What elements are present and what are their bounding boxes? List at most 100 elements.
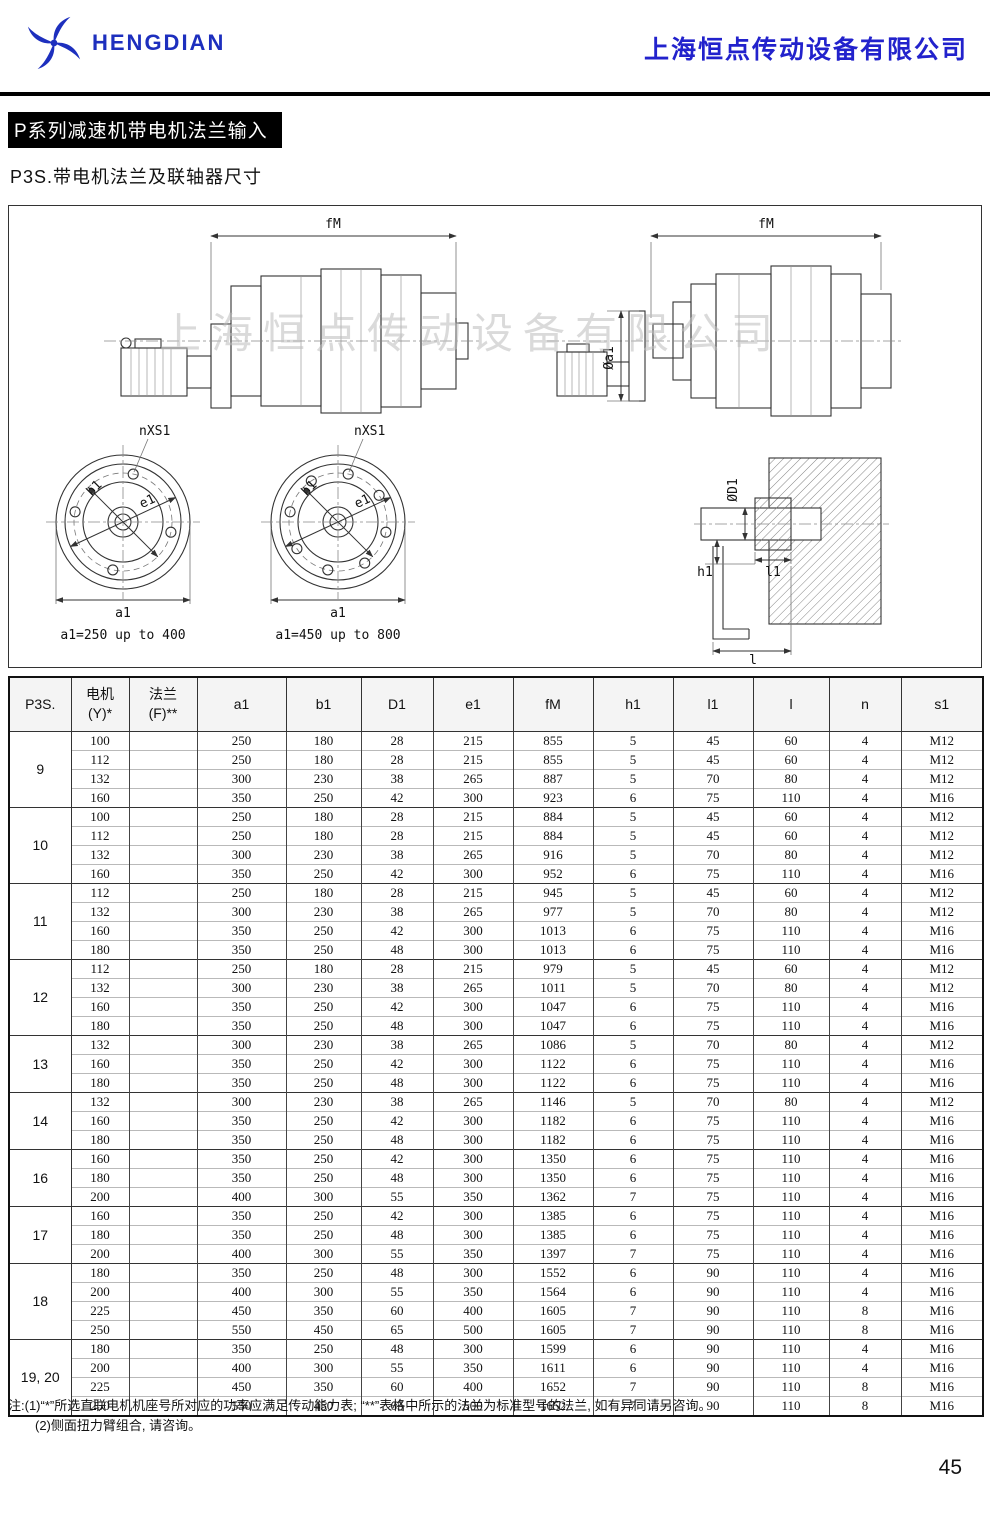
- cell-e1: 215: [432, 730, 514, 750]
- cell-flange: [128, 1357, 198, 1377]
- cell-l: 80: [752, 1091, 830, 1111]
- cell-flange: [128, 958, 198, 978]
- cell-l: 110: [752, 1243, 830, 1263]
- cell-s1: M16: [900, 1395, 984, 1416]
- cell-fM: 884: [512, 825, 594, 845]
- cell-l: 110: [752, 1395, 830, 1416]
- cell-fM: 1013: [512, 939, 594, 959]
- cell-fM: 1047: [512, 996, 594, 1016]
- hengdian-logo: HENGDIAN: [26, 14, 225, 72]
- cell-fM: 1385: [512, 1205, 594, 1225]
- cell-n: 4: [828, 863, 902, 883]
- cell-l1: 45: [672, 825, 754, 845]
- cell-motor: 160: [70, 863, 130, 883]
- cell-n: 4: [828, 749, 902, 769]
- cell-h1: 5: [592, 1091, 674, 1111]
- col-header-h1: h1: [592, 676, 674, 732]
- cell-l1: 90: [672, 1376, 754, 1396]
- cell-n: 4: [828, 1053, 902, 1073]
- cell-motor: 132: [70, 768, 130, 788]
- cell-s1: M16: [900, 1205, 984, 1225]
- cell-s1: M12: [900, 1034, 984, 1054]
- cell-s1: M16: [900, 787, 984, 807]
- cell-a1: 250: [196, 806, 287, 826]
- cell-l1: 70: [672, 901, 754, 921]
- cell-b1: 250: [285, 939, 362, 959]
- dim-label-nxs1-large: nXS1: [354, 424, 385, 439]
- cell-b1: 180: [285, 730, 362, 750]
- cell-fM: 855: [512, 730, 594, 750]
- cell-fM: 1605: [512, 1319, 594, 1339]
- cell-s1: M12: [900, 882, 984, 902]
- cell-l1: 75: [672, 1167, 754, 1187]
- cell-a1: 300: [196, 977, 287, 997]
- cell-e1: 350: [432, 1186, 514, 1206]
- cell-s1: M16: [900, 863, 984, 883]
- cell-h1: 5: [592, 825, 674, 845]
- cell-l: 110: [752, 1319, 830, 1339]
- cell-b1: 350: [285, 1376, 362, 1396]
- cell-flange: [128, 749, 198, 769]
- cell-h1: 7: [592, 1243, 674, 1263]
- cell-D1: 55: [360, 1243, 434, 1263]
- cell-fM: 1122: [512, 1072, 594, 1092]
- cell-e1: 300: [432, 1148, 514, 1168]
- cell-motor: 180: [70, 1338, 130, 1358]
- cell-motor: 180: [70, 1129, 130, 1149]
- cell-flange: [128, 1034, 198, 1054]
- cell-D1: 38: [360, 1034, 434, 1054]
- cell-l1: 75: [672, 1053, 754, 1073]
- cell-D1: 48: [360, 1338, 434, 1358]
- cell-fM: 1605: [512, 1300, 594, 1320]
- cell-D1: 42: [360, 1205, 434, 1225]
- cell-n: 4: [828, 1072, 902, 1092]
- dim-label-nxs1-small: nXS1: [139, 424, 170, 439]
- cell-l: 110: [752, 1224, 830, 1244]
- cell-e1: 350: [432, 1243, 514, 1263]
- cell-s1: M12: [900, 844, 984, 864]
- cell-h1: 5: [592, 730, 674, 750]
- cell-e1: 300: [432, 1053, 514, 1073]
- cell-motor: 132: [70, 844, 130, 864]
- cell-l1: 90: [672, 1395, 754, 1416]
- cell-b1: 230: [285, 768, 362, 788]
- header-divider: [0, 92, 990, 96]
- cell-n: 4: [828, 882, 902, 902]
- cell-l: 60: [752, 806, 830, 826]
- cell-s1: M12: [900, 749, 984, 769]
- cell-motor: 160: [70, 1053, 130, 1073]
- cell-a1: 350: [196, 920, 287, 940]
- cell-h1: 5: [592, 768, 674, 788]
- cell-l1: 45: [672, 806, 754, 826]
- cell-flange: [128, 996, 198, 1016]
- cell-motor: 132: [70, 1091, 130, 1111]
- cell-l: 110: [752, 1129, 830, 1149]
- cell-p3s-size: 17: [8, 1205, 72, 1264]
- cell-fM: 923: [512, 787, 594, 807]
- cell-l: 110: [752, 920, 830, 940]
- cell-fM: 1599: [512, 1338, 594, 1358]
- cell-a1: 300: [196, 844, 287, 864]
- cell-s1: M16: [900, 1072, 984, 1092]
- cell-motor: 132: [70, 1034, 130, 1054]
- cell-b1: 250: [285, 1338, 362, 1358]
- cell-l: 110: [752, 1167, 830, 1187]
- cell-h1: 6: [592, 1167, 674, 1187]
- cell-a1: 450: [196, 1300, 287, 1320]
- cell-a1: 350: [196, 1129, 287, 1149]
- cell-l1: 75: [672, 1243, 754, 1263]
- cell-b1: 250: [285, 1224, 362, 1244]
- cell-flange: [128, 1376, 198, 1396]
